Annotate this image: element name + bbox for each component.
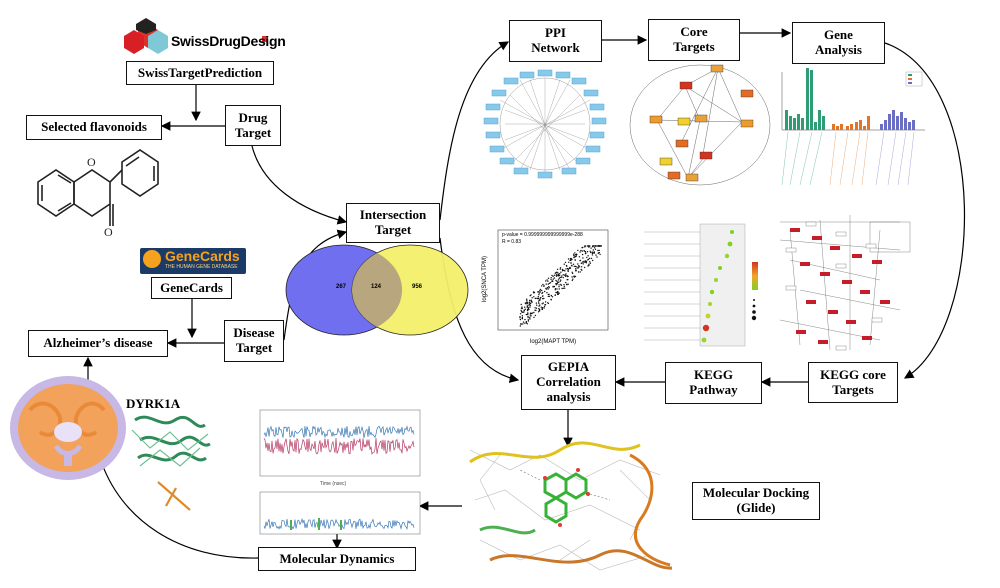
gepia-xlabel: log2(MAPT TPM) [530,339,577,345]
arrow-intersection-to-ppi [439,41,510,221]
genecards-logo: GeneCards THE HUMAN GENE DATABASE [140,248,246,274]
inhibition-symbol [157,481,191,511]
selected-flavonoids-box: Selected flavonoids [26,115,162,140]
genecards-logo-icon [143,250,161,268]
gepia-pvalue: p-value = 0.999999999999999e-288 [502,232,583,238]
arrow-intersection-to-gepia [439,237,520,383]
arrow-drug-to-intersection [251,145,348,225]
gene-analysis-box: Gene Analysis [792,22,885,64]
genecards-logo-subtext: THE HUMAN GENE DATABASE [165,264,238,270]
molecular-docking-box: Molecular Docking (Glide) [692,482,820,520]
drug-target-box: Drug Target [225,105,281,146]
arrow-md-to-brain [98,456,259,559]
venn-right-value: 956 [412,284,423,290]
gepia-ylabel: log2(SNCA TPM) [481,256,488,302]
core-targets-box: Core Targets [648,19,740,61]
swissdrugdesign-logo: SwissDrugDesign [171,33,286,49]
alzheimers-disease-box: Alzheimer’s disease [28,330,168,357]
genecards-logo-text: GeneCards [165,248,240,264]
venn-middle-value: 124 [371,284,382,290]
venn-left-value: 267 [336,284,347,290]
intersection-target-box: Intersection Target [346,203,440,243]
molecular-dynamics-box: Molecular Dynamics [258,547,416,571]
arrow-gene-to-keggcore [884,42,965,379]
gepia-correlation-box: GEPIA Correlation analysis [521,355,616,410]
ppi-network-box: PPI Network [509,20,602,62]
gepia-r-value: R = 0.83 [502,239,522,245]
swiss-target-prediction-box: SwissTargetPrediction [126,61,274,85]
kegg-pathway-box: KEGG Pathway [665,362,762,404]
genecards-box: GeneCards [151,277,232,299]
kegg-core-targets-box: KEGG core Targets [808,362,898,403]
dyrk1a-label: DYRK1A [126,396,181,411]
disease-target-box: Disease Target [224,320,284,362]
